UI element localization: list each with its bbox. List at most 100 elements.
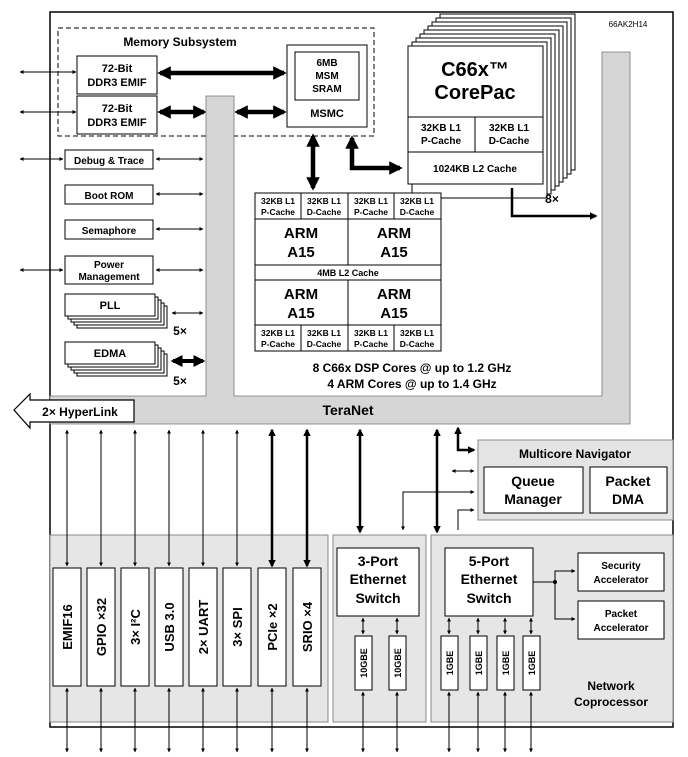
svg-text:D-Cache: D-Cache	[307, 207, 342, 217]
svg-text:Packet: Packet	[605, 609, 638, 620]
svg-text:ARM: ARM	[377, 225, 411, 242]
switch5-ports: 1GBE 1GBE 1GBE 1GBE	[440, 617, 541, 753]
svg-text:Debug & Trace: Debug & Trace	[74, 156, 144, 167]
svg-text:Power: Power	[94, 260, 124, 271]
msmc-block: 6MB MSM SRAM MSMC	[286, 44, 368, 128]
msm-sram	[294, 51, 360, 101]
corepac-stack: C66x™ CorePac 32KB L1 P-Cache 32KB L1 D-…	[407, 13, 576, 199]
io-peripheral: GPIO ×32	[86, 429, 116, 753]
svg-text:SRAM: SRAM	[312, 84, 341, 95]
svg-text:P-Cache: P-Cache	[261, 339, 295, 349]
svg-text:1GBE: 1GBE	[474, 651, 484, 676]
ddr3-emif-top: 72-Bit DDR3 EMIF	[76, 55, 158, 95]
one-gbe-port: 1GBE	[469, 617, 488, 753]
svg-text:10GBE: 10GBE	[393, 648, 403, 678]
svg-text:Multicore Navigator: Multicore Navigator	[519, 447, 631, 461]
teranet-bus	[49, 51, 631, 425]
svg-text:Management: Management	[78, 272, 140, 283]
svg-text:72-Bit: 72-Bit	[102, 103, 133, 115]
svg-text:Packet: Packet	[605, 473, 650, 489]
edma-count: 5×	[173, 374, 187, 388]
ten-gbe-port: 10GBE	[388, 617, 407, 753]
svg-text:Switch: Switch	[355, 590, 400, 606]
msmc-label: MSMC	[310, 108, 344, 120]
svg-text:A15: A15	[287, 305, 315, 322]
ten-gbe-port: 10GBE	[354, 617, 373, 753]
arm-cluster: 32KB L1 P-Cache 32KB L1 D-Cache 32KB L1 …	[254, 192, 442, 352]
teranet-label: TeraNet	[322, 402, 373, 418]
network-coprocessor-label: Network	[587, 679, 635, 693]
svg-text:EDMA: EDMA	[94, 348, 126, 360]
hyperlink: 2× HyperLink	[13, 392, 135, 430]
svg-text:32KB L1: 32KB L1	[400, 196, 434, 206]
corepac-title-1: C66x™	[441, 59, 509, 81]
one-gbe-port: 1GBE	[496, 617, 515, 753]
svg-text:Switch: Switch	[466, 590, 511, 606]
corepac-count: 8×	[545, 192, 559, 206]
pll-stack: PLL	[64, 293, 168, 329]
svg-text:DDR3 EMIF: DDR3 EMIF	[87, 117, 147, 129]
network-coprocessor-label-2: Coprocessor	[574, 695, 648, 709]
svg-text:Accelerator: Accelerator	[593, 623, 648, 634]
io-peripheral: SRIO ×4	[292, 428, 322, 753]
svg-text:PLL: PLL	[100, 300, 121, 312]
memory-subsystem-outline	[57, 27, 375, 137]
svg-text:D-Cache: D-Cache	[489, 136, 530, 147]
svg-text:Ethernet: Ethernet	[461, 571, 518, 587]
svg-text:A15: A15	[287, 244, 315, 261]
io-peripheral-label: 3× SPI	[230, 607, 245, 646]
svg-text:1GBE: 1GBE	[501, 651, 511, 676]
svg-text:MSM: MSM	[315, 71, 338, 82]
svg-text:1GBE: 1GBE	[527, 651, 537, 676]
svg-text:D-Cache: D-Cache	[400, 207, 435, 217]
svg-text:Manager: Manager	[504, 491, 562, 507]
svg-text:P-Cache: P-Cache	[261, 207, 295, 217]
arm-summary: 4 ARM Cores @ up to 1.4 GHz	[327, 377, 496, 391]
svg-text:ARM: ARM	[377, 286, 411, 303]
packet-dma	[589, 466, 668, 514]
svg-text:D-Cache: D-Cache	[307, 339, 342, 349]
svg-text:6MB: 6MB	[316, 58, 337, 69]
svg-text:Queue: Queue	[511, 473, 555, 489]
svg-text:1024KB L2 Cache: 1024KB L2 Cache	[433, 164, 517, 175]
svg-text:P-Cache: P-Cache	[354, 339, 388, 349]
memory-subsystem-title: Memory Subsystem	[123, 35, 236, 49]
msmc-corepac-link	[345, 135, 403, 175]
svg-text:P-Cache: P-Cache	[421, 136, 461, 147]
svg-text:32KB L1: 32KB L1	[421, 123, 461, 134]
svg-text:3-Port: 3-Port	[358, 553, 399, 569]
svg-text:ARM: ARM	[284, 225, 318, 242]
svg-text:D-Cache: D-Cache	[400, 339, 435, 349]
semaphore: Semaphore	[64, 219, 154, 240]
io-peripheral: PCIe ×2	[257, 428, 287, 753]
multicore-navigator: Multicore Navigator Queue Manager Packet…	[477, 439, 674, 521]
svg-text:5-Port: 5-Port	[469, 553, 510, 569]
svg-text:Accelerator: Accelerator	[593, 575, 648, 586]
io-peripheral: 3× I²C	[120, 429, 150, 753]
svg-text:32KB L1: 32KB L1	[489, 123, 529, 134]
ddr3-emif-bottom: 72-Bit DDR3 EMIF	[76, 95, 158, 135]
io-peripheral: 3× SPI	[222, 429, 252, 753]
svg-text:Security: Security	[601, 561, 641, 572]
svg-text:1GBE: 1GBE	[445, 651, 455, 676]
edma-stack: EDMA	[64, 341, 168, 377]
svg-text:DDR3 EMIF: DDR3 EMIF	[87, 77, 147, 89]
svg-text:P-Cache: P-Cache	[354, 207, 388, 217]
svg-text:32KB L1: 32KB L1	[354, 328, 388, 338]
io-peripheral-label: USB 3.0	[162, 602, 177, 651]
io-peripheral-label: EMIF16	[60, 604, 75, 650]
boot-rom: Boot ROM	[64, 184, 154, 205]
svg-text:32KB L1: 32KB L1	[307, 328, 341, 338]
svg-text:A15: A15	[380, 244, 408, 261]
io-peripheral-label: GPIO ×32	[94, 598, 109, 656]
pll-count: 5×	[173, 324, 187, 338]
svg-text:4MB L2 Cache: 4MB L2 Cache	[317, 268, 379, 278]
svg-text:32KB L1: 32KB L1	[307, 196, 341, 206]
five-port-ethernet-switch: 5-Port Ethernet Switch	[444, 547, 534, 617]
io-peripheral-label: PCIe ×2	[265, 603, 280, 650]
three-port-ethernet-switch: 3-Port Ethernet Switch	[336, 547, 420, 617]
dsp-summary: 8 C66x DSP Cores @ up to 1.2 GHz	[313, 361, 512, 375]
one-gbe-port: 1GBE	[522, 617, 541, 753]
